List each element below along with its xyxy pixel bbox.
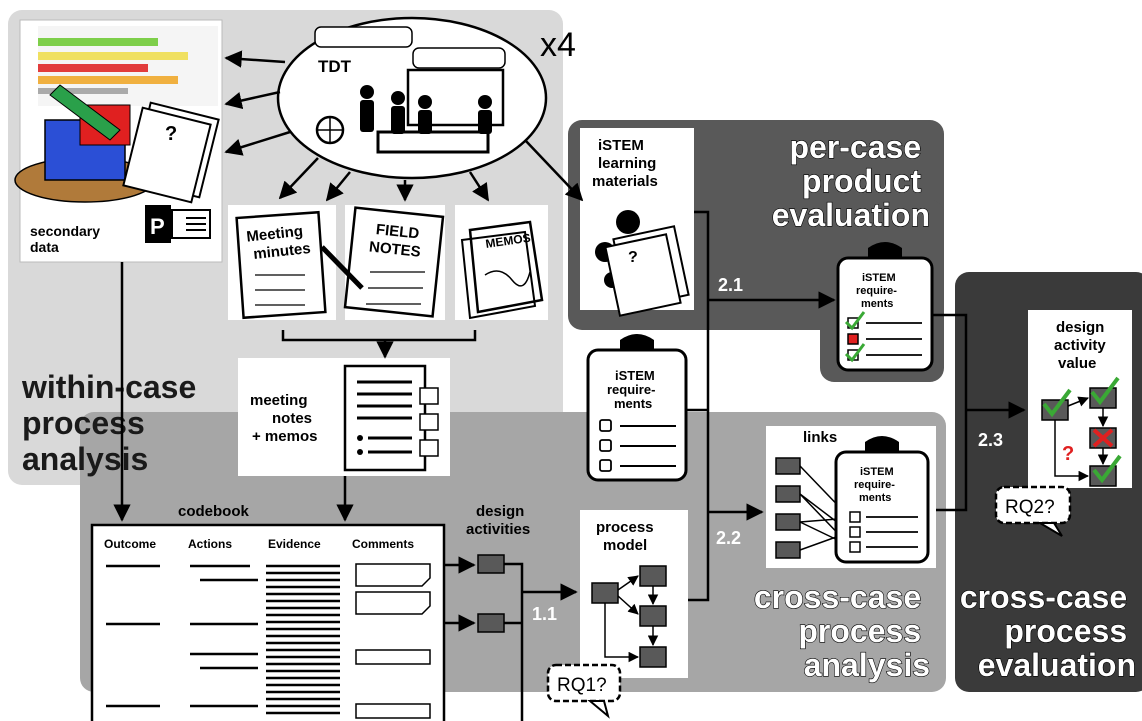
powerpoint-icon: P bbox=[145, 205, 211, 243]
links-clipboard: iSTEM require- ments bbox=[834, 436, 930, 564]
svg-text:?: ? bbox=[1062, 443, 1074, 465]
svg-text:iSTEM require- men: iSTEM require- ments bbox=[607, 368, 659, 411]
svg-text:Meeting minutes: Meeting minutes bbox=[246, 222, 312, 263]
flow-arrows bbox=[113, 50, 1026, 721]
per-case-label: per-case product evaluation bbox=[772, 129, 930, 233]
comment-notes bbox=[355, 563, 431, 719]
cross-case-evaluation-label: cross-case process evaluation bbox=[960, 579, 1136, 683]
tdt-label: TDT bbox=[318, 57, 352, 76]
spreadsheet-thumbnail bbox=[38, 26, 218, 106]
svg-text:iSTEM require- men: iSTEM require- ments bbox=[856, 272, 900, 310]
codebook-col-actions: Actions bbox=[188, 537, 232, 551]
design-activity-box-2 bbox=[477, 613, 505, 633]
rq1-bubble: RQ1? bbox=[546, 663, 622, 719]
svg-text:P: P bbox=[150, 214, 165, 239]
speech-bubble-2 bbox=[412, 47, 506, 69]
svg-text:?: ? bbox=[165, 123, 177, 145]
design-activities-label: design activities bbox=[466, 503, 530, 538]
multiplier-label: x4 bbox=[540, 26, 576, 64]
step-2-1: 2.1 bbox=[718, 275, 743, 295]
meeting-minutes-doc: Meeting minutes bbox=[235, 210, 327, 320]
rq2-bubble: RQ2? bbox=[994, 485, 1072, 537]
step-2-2: 2.2 bbox=[716, 528, 741, 548]
svg-text:FIELD NOTES: FIELD NOTES bbox=[368, 221, 424, 261]
learning-materials-label: iSTEM learning materials bbox=[592, 137, 661, 190]
codebook-col-evidence: Evidence bbox=[268, 537, 321, 551]
field-notes-doc: FIELD NOTES bbox=[320, 206, 445, 318]
within-case-label: within-case process analysis bbox=[21, 369, 205, 477]
istem-requirements-clipboard-main: iSTEM require- ments bbox=[586, 334, 688, 482]
svg-text:RQ2?: RQ2? bbox=[1005, 497, 1055, 518]
links-label: links bbox=[803, 429, 837, 446]
memos-doc: MEMOS bbox=[460, 220, 544, 320]
materials-docs-icon: ? bbox=[604, 225, 690, 317]
svg-text:?: ? bbox=[628, 249, 638, 266]
machine-model-icon bbox=[14, 84, 156, 203]
codebook-rows bbox=[106, 564, 340, 715]
notes-document-icon bbox=[343, 364, 439, 472]
codebook-label: codebook bbox=[178, 503, 249, 520]
svg-text:iSTEM require- men: iSTEM require- ments bbox=[854, 466, 898, 504]
codebook-col-comments: Comments bbox=[352, 537, 414, 551]
cross-case-analysis-label: cross-case process analysis bbox=[754, 579, 930, 683]
istem-requirements-clipboard-evaluated: iSTEM require- ments bbox=[836, 242, 934, 372]
process-model-flow bbox=[591, 565, 667, 668]
secondary-data-label: secondary data bbox=[30, 223, 104, 255]
links-diagram bbox=[775, 457, 851, 559]
svg-text:RQ1?: RQ1? bbox=[557, 675, 607, 696]
process-model-label: process model bbox=[596, 519, 658, 554]
value-marks: ? bbox=[1042, 376, 1122, 484]
design-activity-box-1 bbox=[477, 554, 505, 574]
meeting-notes-memos-label: meeting notes + memos bbox=[250, 392, 317, 445]
documents-question-icon: ? bbox=[122, 101, 220, 204]
svg-text:MEMOS: MEMOS bbox=[485, 231, 532, 251]
codebook-col-outcome: Outcome bbox=[104, 537, 156, 551]
design-activity-value-label: design activity value bbox=[1054, 319, 1110, 372]
step-2-3: 2.3 bbox=[978, 430, 1003, 450]
step-1-1: 1.1 bbox=[532, 604, 557, 624]
speech-bubble-1 bbox=[314, 26, 413, 48]
team-icon bbox=[315, 68, 505, 154]
